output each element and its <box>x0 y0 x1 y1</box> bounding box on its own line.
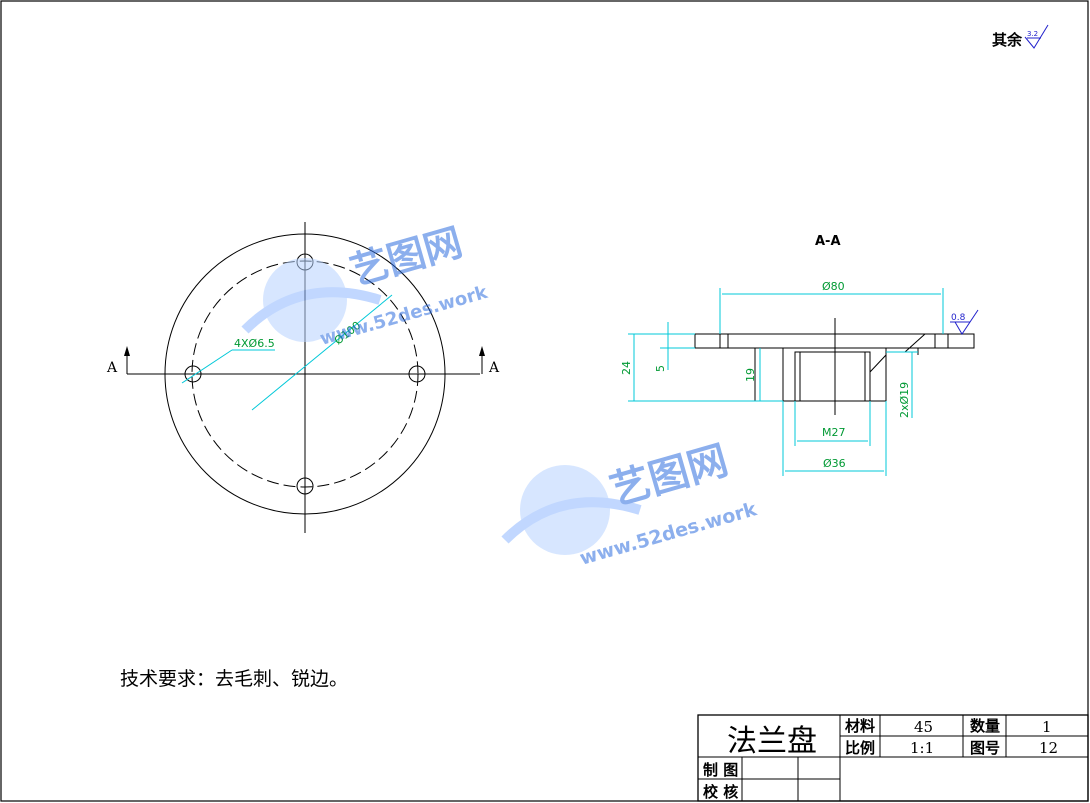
threaded-bore <box>794 351 871 402</box>
bolt-hole-right <box>408 365 426 383</box>
title-block: 法兰盘 材料 45 数量 1 比例 1:1 图号 12 制 图 校 核 <box>697 714 1089 802</box>
drawing-no-label: 图号 <box>970 739 1000 757</box>
surface-finish-prefix: 其余 <box>992 31 1023 49</box>
dim-chamfer: 2xØ19 <box>898 382 911 418</box>
part-name: 法兰盘 <box>727 724 817 759</box>
quantity-label: 数量 <box>970 717 1000 735</box>
material-label: 材料 <box>845 717 875 735</box>
watermark-brand: 艺图网 <box>605 437 733 514</box>
scale-value: 1:1 <box>910 739 934 757</box>
bolt-hole-left <box>184 365 202 383</box>
holes-dimension: 4XØ6.5 <box>234 337 275 350</box>
surface-finish-value: 3.2 <box>1027 30 1038 38</box>
dim-5: 5 <box>654 365 667 372</box>
watermark-center: 艺图网 www.52des.work <box>501 437 759 570</box>
dim-19: 19 <box>744 368 757 382</box>
roughness-symbol-icon <box>1024 24 1049 49</box>
dim-24: 24 <box>620 361 633 375</box>
section-label-left: A <box>106 360 118 376</box>
technical-requirements: 技术要求：去毛刺、锐边。 <box>120 668 348 690</box>
section-view: A-A Ø80 24 5 19 <box>620 234 979 476</box>
roughness-symbol-icon <box>954 309 979 335</box>
watermark-top: 艺图网 www.52des.work <box>241 220 491 350</box>
section-arrow-right-icon <box>479 346 485 356</box>
drawing-no-value: 12 <box>1039 739 1058 757</box>
checked-label: 校 核 <box>703 783 738 801</box>
dim-d36: Ø36 <box>823 457 846 470</box>
quantity-value: 1 <box>1042 718 1052 736</box>
watermark-brand: 艺图网 <box>345 220 467 294</box>
surface-finish-note: 其余 3.2 <box>992 24 1049 49</box>
roughness-value: 0.8 <box>951 313 966 323</box>
bolt-hole-bottom <box>296 477 314 495</box>
scale-label: 比例 <box>845 739 875 757</box>
section-label-right: A <box>488 360 500 376</box>
drawn-label: 制 图 <box>703 761 738 779</box>
section-title: A-A <box>815 234 841 249</box>
section-arrow-left-icon <box>124 346 130 356</box>
dim-d80: Ø80 <box>822 280 845 293</box>
material-value: 45 <box>914 718 933 736</box>
dim-m27: M27 <box>822 426 846 439</box>
